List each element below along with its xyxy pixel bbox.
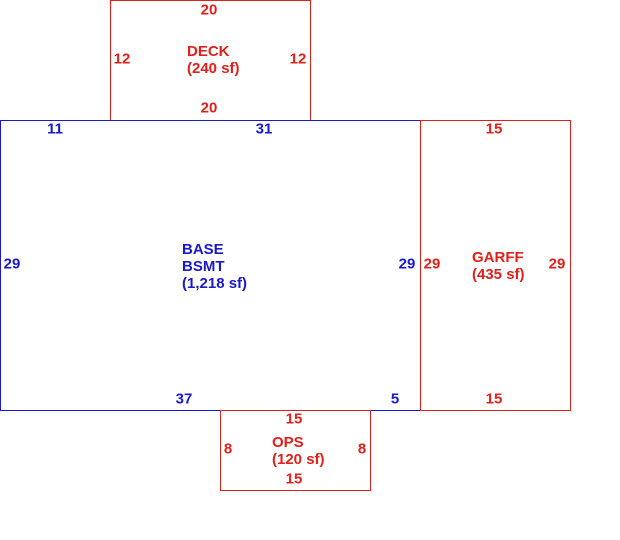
deck-area: (240 sf) (187, 60, 240, 77)
deck-label: DECK (240 sf) (187, 43, 240, 77)
ops-dim-bottom: 15 (285, 470, 303, 488)
base-dim-top-left: 11 (47, 120, 63, 138)
garff-dim-top: 15 (485, 120, 503, 138)
base-area: (1,218 sf) (182, 275, 248, 292)
garff-label: GARFF (435 sf) (472, 249, 525, 283)
base-name-line2: BSMT (182, 258, 225, 275)
base-dim-right: 29 (398, 255, 416, 273)
deck-dim-top: 20 (200, 1, 218, 19)
deck-dim-right: 12 (289, 50, 307, 68)
ops-name: OPS (272, 434, 304, 451)
deck-dim-left: 12 (113, 50, 131, 68)
deck-dim-bottom: 20 (200, 99, 218, 117)
garff-outline (420, 120, 571, 411)
base-label: BASE BSMT (1,218 sf) (182, 241, 247, 292)
garff-dim-bottom: 15 (485, 390, 503, 408)
base-dim-left: 29 (3, 255, 21, 273)
ops-dim-top: 15 (285, 410, 303, 428)
ops-dim-left: 8 (223, 440, 233, 458)
ops-area: (120 sf) (272, 451, 325, 468)
garff-area: (435 sf) (472, 266, 525, 283)
ops-label: OPS (120 sf) (272, 434, 325, 468)
ops-dim-right: 8 (357, 440, 367, 458)
base-dim-top-right: 31 (255, 120, 273, 138)
garff-dim-right: 29 (548, 255, 566, 273)
ops-outline (220, 410, 371, 491)
base-name-line1: BASE (182, 241, 224, 258)
base-dim-bottom-right: 5 (390, 390, 400, 408)
deck-name: DECK (187, 43, 230, 60)
garff-name: GARFF (472, 249, 524, 266)
base-dim-bottom-left: 37 (175, 390, 193, 408)
garff-dim-left: 29 (423, 255, 441, 273)
